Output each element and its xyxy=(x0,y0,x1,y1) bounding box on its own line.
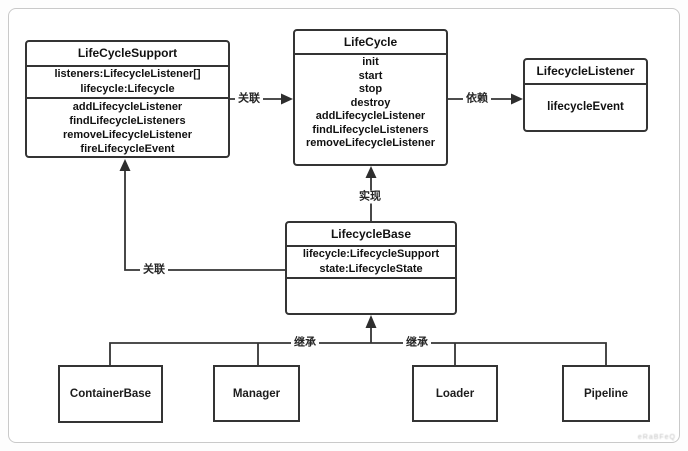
class-attribute: state:LifecycleState xyxy=(319,263,423,275)
attributes-compartment: listeners:LifecycleListener[] lifecycle:… xyxy=(27,65,228,97)
class-box-lifecycle: LifeCycle init start stop destroy addLif… xyxy=(293,29,448,166)
class-attribute: lifecycle:Lifecycle xyxy=(80,83,175,95)
class-method: findLifecycleListeners xyxy=(69,115,186,127)
class-title: LifecycleListener xyxy=(536,64,635,78)
class-box-loader: Loader xyxy=(412,365,498,422)
class-box-lifecyclebase: LifecycleBase lifecycle:LifecycleSupport… xyxy=(285,221,457,315)
class-method: addLifecycleListener xyxy=(315,110,426,122)
class-title: ContainerBase xyxy=(69,388,152,400)
methods-compartment: init start stop destroy addLifecycleList… xyxy=(295,53,446,164)
relationship-label-association-top: 关联 xyxy=(235,92,263,106)
class-attribute: listeners:LifecycleListener[] xyxy=(54,68,201,80)
class-title: LifeCycleSupport xyxy=(77,46,178,60)
class-box-manager: Manager xyxy=(213,365,300,422)
class-box-lifecyclelistener: LifecycleListener lifecycleEvent xyxy=(523,58,648,132)
class-method: addLifecycleListener xyxy=(72,101,183,113)
attributes-compartment: lifecycle:LifecycleSupport state:Lifecyc… xyxy=(287,245,455,277)
methods-compartment: lifecycleEvent xyxy=(525,83,646,130)
class-method: init xyxy=(362,56,379,68)
class-attribute: lifecycle:LifecycleSupport xyxy=(302,248,440,260)
watermark: eRaBFeQ xyxy=(637,434,676,441)
class-method: stop xyxy=(358,83,383,95)
class-method: lifecycleEvent xyxy=(547,101,624,113)
methods-compartment: addLifecycleListener findLifecycleListen… xyxy=(27,97,228,156)
class-method: fireLifecycleEvent xyxy=(80,143,175,155)
class-method: findLifecycleListeners xyxy=(312,123,429,136)
class-method: destroy xyxy=(350,96,391,109)
empty-compartment xyxy=(287,277,455,313)
class-method: removeLifecycleListener xyxy=(62,129,192,141)
class-box-containerbase: ContainerBase xyxy=(58,365,163,423)
relationship-label-inheritance-left: 继承 xyxy=(291,336,319,350)
relationship-label-dependency: 依赖 xyxy=(463,92,491,106)
class-title: LifeCycle xyxy=(343,35,398,49)
relationship-label-association-left: 关联 xyxy=(140,263,168,277)
relationship-label-inheritance-right: 继承 xyxy=(403,336,431,350)
relationship-label-realization: 实现 xyxy=(356,190,384,204)
class-title: Loader xyxy=(435,387,475,400)
class-title: Manager xyxy=(232,387,281,400)
class-method: start xyxy=(358,69,383,82)
class-box-lifecyclesupport: LifeCycleSupport listeners:LifecycleList… xyxy=(25,40,230,158)
class-method: removeLifecycleListener xyxy=(305,137,435,149)
class-title: Pipeline xyxy=(583,387,629,400)
class-title: LifecycleBase xyxy=(330,227,412,241)
class-box-pipeline: Pipeline xyxy=(562,365,650,422)
